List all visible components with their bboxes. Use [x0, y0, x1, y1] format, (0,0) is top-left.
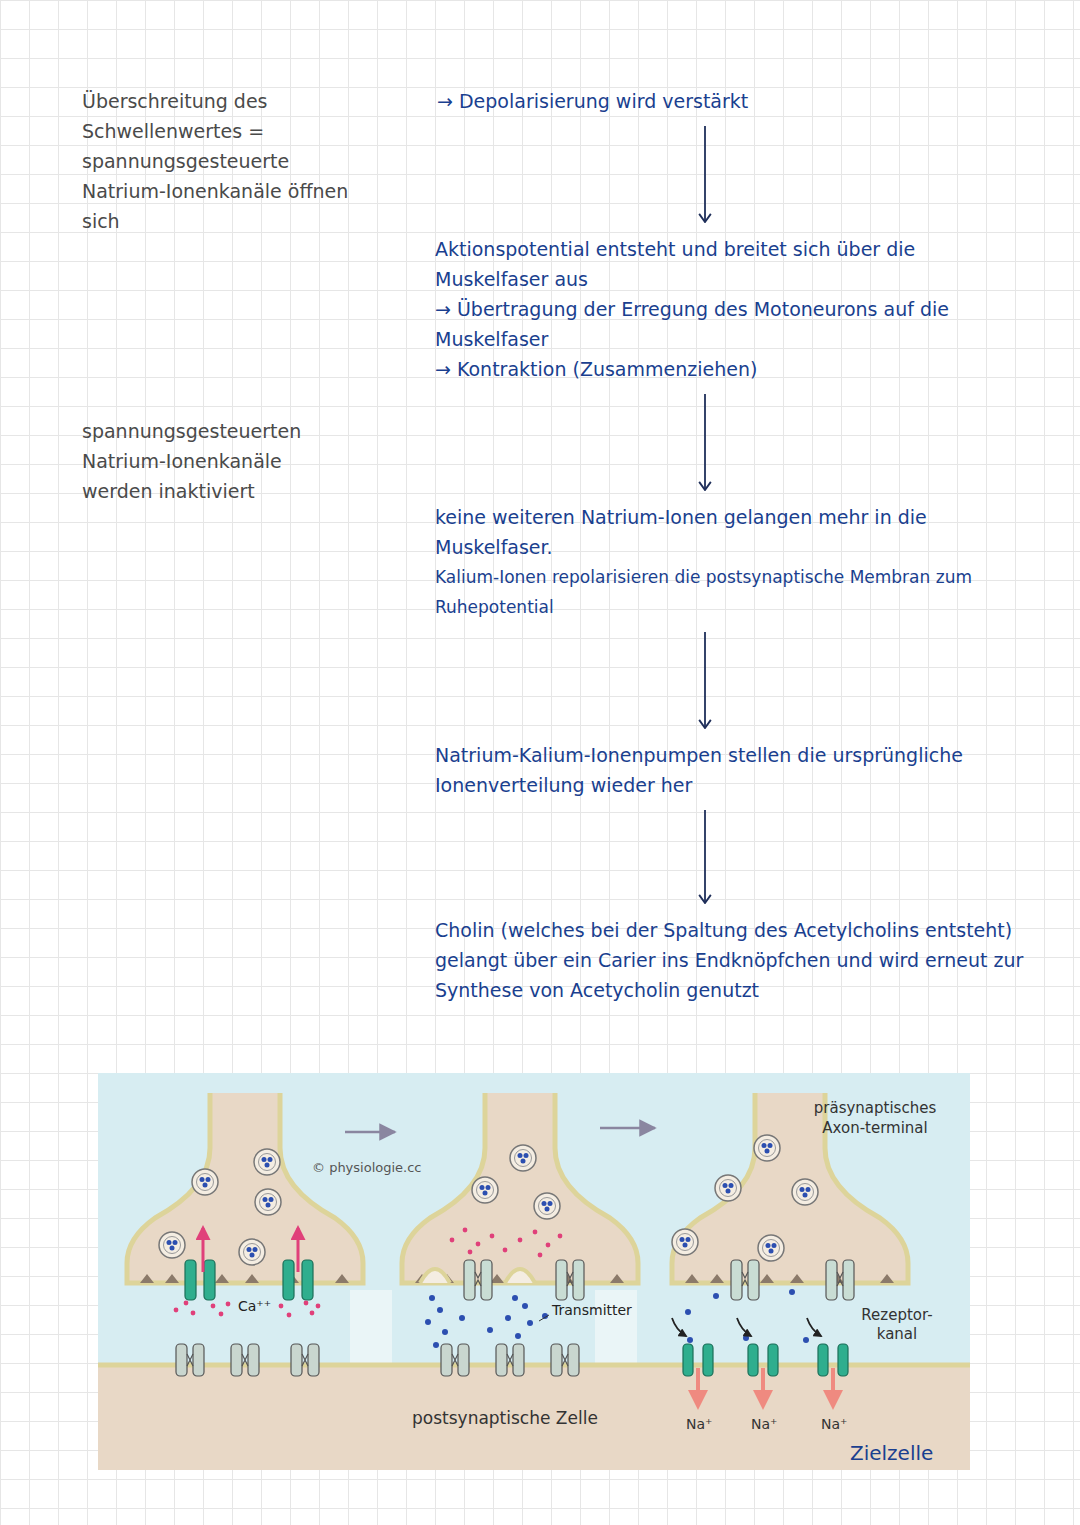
receptor-channels — [176, 1344, 848, 1376]
sodium-influx — [698, 1368, 833, 1406]
flow-step: → Depolarisierung wird verstärkt — [437, 86, 1027, 116]
figure-label: präsynaptisches Axon-terminal — [800, 1098, 950, 1138]
flow-step: Cholin (welches bei der Spaltung des Ace… — [435, 915, 1030, 1005]
binding-arrows — [672, 1318, 821, 1336]
figure-label: Transmitter — [552, 1302, 662, 1318]
step-text: → Übertragung der Erregung des Motoneuro… — [435, 294, 1030, 354]
calcium-influx — [174, 1228, 563, 1318]
flow-arrow — [704, 394, 706, 490]
step-text: Aktionspotential entsteht und breitet si… — [435, 234, 1030, 294]
flow-step: Natrium-Kalium-Ionenpumpen stellen die u… — [435, 740, 1030, 800]
illustration-ground — [98, 1073, 970, 1470]
step-text: → Kontraktion (Zusammenziehen) — [435, 354, 1030, 384]
flow-step: Aktionspotential entsteht und breitet si… — [435, 234, 1030, 384]
margin-note: Überschreitung des Schwellenwertes = spa… — [82, 86, 372, 236]
handwritten-label: Zielzelle — [850, 1440, 965, 1466]
step-text: → Depolarisierung wird verstärkt — [437, 86, 1027, 116]
margin-note: spannungsgesteuerten Natrium-Ionenkanäle… — [82, 416, 342, 506]
figure-label: Rezeptor-kanal — [842, 1306, 952, 1344]
step-text: keine weiteren Natrium-Ionen gelangen me… — [435, 502, 1030, 562]
flow-step: keine weiteren Natrium-Ionen gelangen me… — [435, 502, 1030, 622]
figure-label: Ca⁺⁺ — [238, 1298, 288, 1314]
exocytosis — [420, 1269, 809, 1348]
step-text: Natrium-Kalium-Ionenpumpen stellen die u… — [435, 740, 1030, 800]
calcium-channels — [185, 1260, 854, 1300]
figure-label: Na⁺ — [751, 1416, 791, 1432]
flow-arrow — [704, 632, 706, 728]
figure-label: Na⁺ — [821, 1416, 861, 1432]
figure-label: © physiologie.cc — [312, 1160, 452, 1176]
vesicles — [159, 1135, 818, 1265]
figure-label: Na⁺ — [686, 1416, 726, 1432]
flow-arrow — [704, 126, 706, 222]
figure-label: postsynaptische Zelle — [412, 1408, 612, 1428]
flow-arrow — [704, 810, 706, 903]
presynaptic-terminals — [127, 1093, 908, 1283]
step-text: Cholin (welches bei der Spaltung des Ace… — [435, 915, 1030, 1005]
step-text: Kalium-Ionen repolarisieren die postsyna… — [435, 562, 1030, 622]
